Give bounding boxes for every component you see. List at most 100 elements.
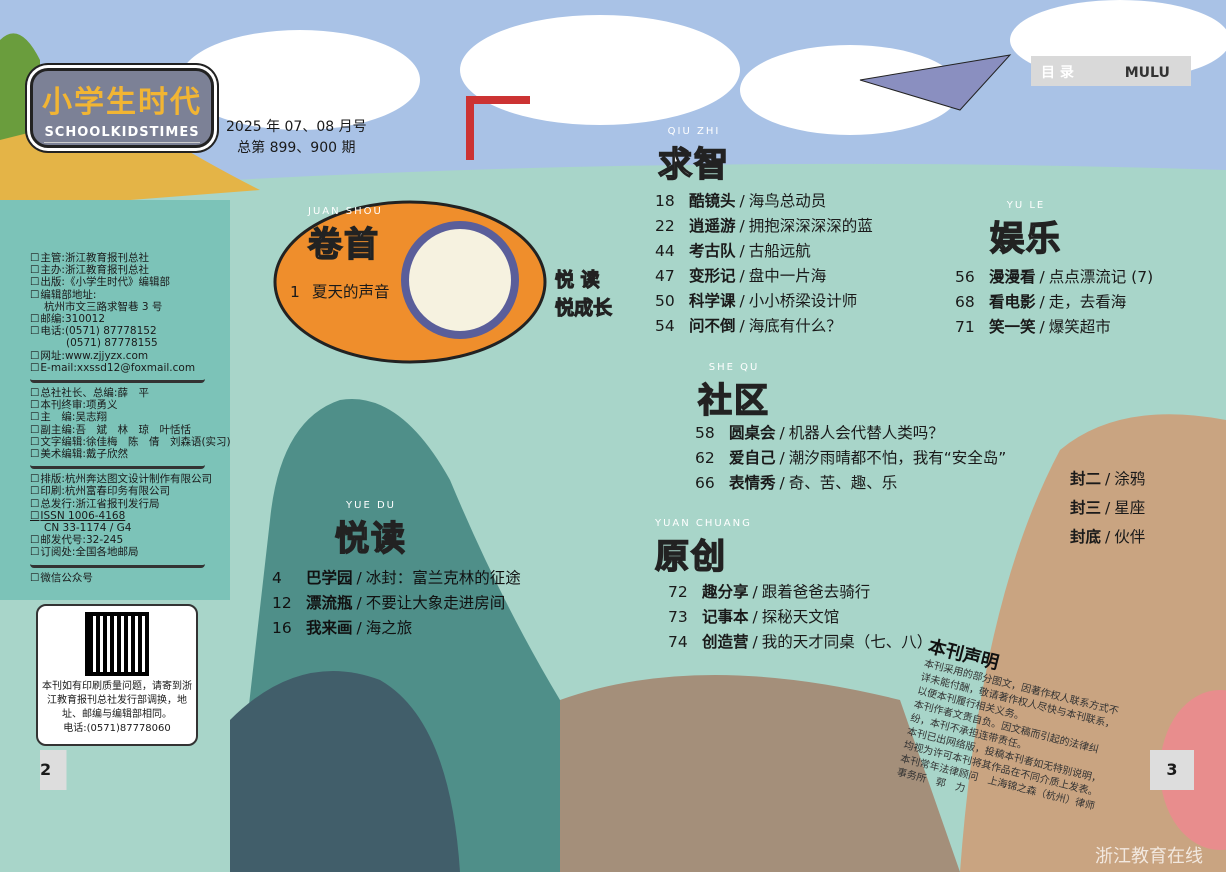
toc-separator: / bbox=[356, 619, 362, 637]
toc-page-number: 18 bbox=[655, 192, 675, 210]
section-juanshou: JUAN SHOU 卷首 bbox=[307, 206, 383, 266]
info-line: 杭州市文三路求智巷 3 号 bbox=[44, 300, 163, 313]
toc-separator: / bbox=[779, 474, 785, 492]
toc-item[interactable]: 封底/伙伴 bbox=[1070, 523, 1145, 552]
staff-line: 副主编:吾 斌 林 琼 叶恬恬 bbox=[30, 424, 265, 436]
info-line: 编辑部地址: bbox=[30, 289, 265, 301]
issue-number: 总第 899、900 期 bbox=[237, 140, 356, 156]
toc-separator: / bbox=[752, 608, 758, 626]
section-yule: YU LE 娱乐 bbox=[989, 200, 1062, 260]
toc-column-name: 表情秀 bbox=[729, 474, 776, 492]
qr-phone: 电话:(0571)87778060 bbox=[63, 723, 171, 734]
toc-separator: / bbox=[1105, 528, 1111, 546]
toc-item[interactable]: 封三/星座 bbox=[1070, 494, 1145, 523]
toc-item[interactable]: 18 酷镜头/海鸟总动员 bbox=[655, 189, 873, 214]
page-number-left: 2 bbox=[40, 750, 84, 790]
toc-separator: / bbox=[356, 569, 362, 587]
toc-title: 夏天的声音 bbox=[312, 283, 390, 301]
toc-separator: / bbox=[739, 242, 745, 260]
toc-column-name: 圆桌会 bbox=[729, 424, 776, 442]
staff-line: 主 编:吴志翔 bbox=[30, 411, 265, 423]
toc-title: 点点漂流记 (7) bbox=[1048, 268, 1154, 286]
toc-title: 爆笑超市 bbox=[1048, 318, 1111, 336]
toc-page-number: 66 bbox=[695, 474, 715, 492]
toc-page-number: 54 bbox=[655, 317, 675, 335]
fish-divider bbox=[30, 461, 205, 470]
qr-code[interactable] bbox=[85, 612, 149, 676]
section-pinyin: JUAN SHOU bbox=[308, 206, 383, 217]
issue-info: 2025 年 07、08 月号 总第 899、900 期 bbox=[226, 117, 367, 159]
publish-line: 邮发代号:32-245 bbox=[30, 534, 265, 546]
qr-note: 本刊如有印刷质量问题，请寄到浙江教育报刊总社发行部调换，地址、邮编与编辑部相同。 bbox=[42, 681, 192, 720]
toc-separator: / bbox=[1039, 293, 1045, 311]
toc-title: 潮汐雨晴都不怕，我有“安全岛” bbox=[788, 449, 1007, 467]
contents-pinyin: MULU bbox=[1124, 65, 1170, 81]
toc-separator: / bbox=[1105, 499, 1111, 517]
toc-title: 小小桥梁设计师 bbox=[748, 292, 858, 310]
toc-column-name: 酷镜头 bbox=[689, 192, 736, 210]
cn-number: CN 33-1174 / G4 bbox=[44, 522, 132, 535]
issue-date: 2025 年 07、08 月号 bbox=[226, 119, 367, 135]
section-title: 原创 bbox=[654, 536, 727, 578]
masthead-info: 主管:浙江教育报刊总社 主办:浙江教育报刊总社 出版:《小学生时代》编辑部 编辑… bbox=[30, 252, 265, 584]
toc-page-number: 12 bbox=[272, 594, 292, 612]
info-line: (0571) 87778155 bbox=[66, 337, 158, 350]
logo-title: 小学生时代 bbox=[42, 85, 202, 120]
toc-title: 拥抱深深深深的蓝 bbox=[748, 217, 873, 235]
toc-page-number: 50 bbox=[655, 292, 675, 310]
toc-page-number: 62 bbox=[695, 449, 715, 467]
section-title: 悦读 bbox=[334, 518, 407, 560]
section-shequ: SHE QU 社区 bbox=[697, 362, 770, 422]
toc-column-name: 封三 bbox=[1070, 499, 1102, 517]
toc-column-name: 漫漫看 bbox=[989, 268, 1036, 286]
toc-column-name: 漂流瓶 bbox=[306, 594, 353, 612]
publish-line: 印刷:杭州富春印务有限公司 bbox=[30, 485, 265, 497]
toc-title: 海之旅 bbox=[365, 619, 413, 637]
toc-separator: / bbox=[779, 424, 785, 442]
toc-item[interactable]: 封二/涂鸦 bbox=[1070, 465, 1145, 494]
toc-item[interactable]: 1 夏天的声音 bbox=[290, 280, 390, 305]
toc-separator: / bbox=[752, 583, 758, 601]
toc-title: 不要让大象走进房间 bbox=[365, 594, 506, 612]
section-yuedu: YUE DU 悦读 bbox=[334, 500, 407, 560]
info-line: 电话:(0571) 87778152 bbox=[30, 325, 265, 337]
staff-line: 美术编辑:戴子欣然 bbox=[30, 448, 265, 460]
toc-page-number: 56 bbox=[955, 268, 975, 286]
toc-column-name: 我来画 bbox=[306, 619, 353, 637]
info-line: 主办:浙江教育报刊总社 bbox=[30, 264, 265, 276]
section-pinyin: YU LE bbox=[1006, 200, 1046, 211]
info-line: 主管:浙江教育报刊总社 bbox=[30, 252, 265, 264]
toc-title: 走，去看海 bbox=[1048, 293, 1127, 311]
fish-divider bbox=[30, 560, 205, 568]
toc-title: 海鸟总动员 bbox=[748, 192, 827, 210]
toc-page-number: 4 bbox=[272, 569, 282, 587]
toc-title: 古船远航 bbox=[748, 242, 811, 260]
toc-page-number: 1 bbox=[290, 283, 300, 301]
toc-title: 我的天才同桌（七、八） bbox=[761, 633, 933, 651]
section-title: 卷首 bbox=[307, 224, 380, 266]
section-yuanchuang: YUAN CHUANG 原创 bbox=[654, 518, 752, 578]
section-pinyin: YUAN CHUANG bbox=[655, 518, 752, 529]
section-pinyin: YUE DU bbox=[346, 500, 396, 511]
toc-separator: / bbox=[739, 192, 745, 210]
